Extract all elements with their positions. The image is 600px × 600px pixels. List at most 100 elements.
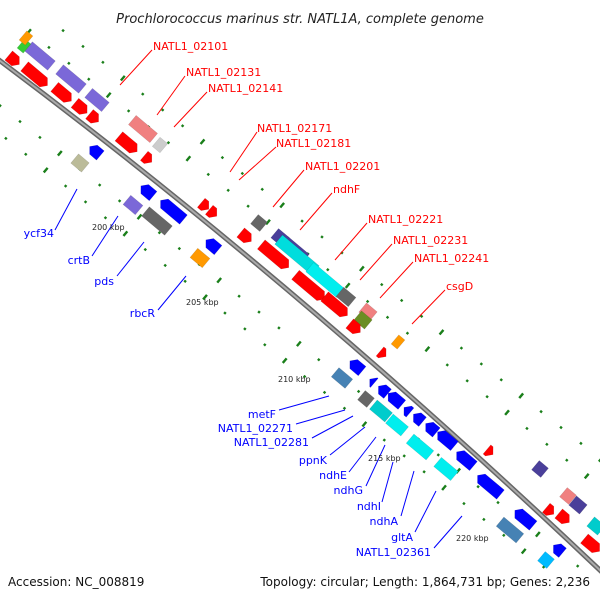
gene-feature[interactable]: [250, 214, 268, 232]
gene-feature[interactable]: [122, 194, 144, 216]
tick-mark: [482, 517, 486, 522]
gene-feature[interactable]: [559, 487, 577, 505]
gene-feature[interactable]: [204, 204, 220, 221]
gene-feature[interactable]: [128, 115, 158, 143]
gene-label-NATL1_02181[interactable]: NATL1_02181: [276, 137, 351, 150]
gene-feature[interactable]: [433, 456, 459, 482]
gene-feature[interactable]: [20, 61, 52, 90]
gene-feature[interactable]: [137, 181, 158, 202]
gene-feature[interactable]: [550, 541, 567, 558]
gene-label-csgD[interactable]: csgD: [446, 280, 473, 293]
gene-feature[interactable]: [375, 346, 390, 361]
gene-label-metF[interactable]: metF: [248, 408, 276, 421]
gene-feature[interactable]: [196, 197, 212, 214]
gene-feature[interactable]: [369, 399, 393, 423]
gene-feature[interactable]: [580, 533, 600, 556]
gene-feature[interactable]: [86, 142, 105, 161]
leader-lines: [54, 49, 463, 549]
gene-feature[interactable]: [202, 235, 223, 256]
gene-feature[interactable]: [345, 318, 364, 337]
gene-label-NATL1_02201[interactable]: NATL1_02201: [305, 160, 380, 173]
gene-feature[interactable]: [384, 389, 407, 410]
gene-feature[interactable]: [330, 367, 354, 389]
gene-feature[interactable]: [541, 502, 557, 519]
gene-feature[interactable]: [50, 81, 76, 105]
gene-label-NATL1_02221[interactable]: NATL1_02221: [368, 213, 443, 226]
tick-mark: [226, 188, 230, 193]
gene-features: [4, 30, 600, 569]
gene-feature[interactable]: [70, 97, 91, 117]
gene-label-pds[interactable]: pds: [94, 275, 114, 288]
gene-label-gltA[interactable]: gltA: [391, 531, 413, 544]
gene-label-NATL1_02241[interactable]: NATL1_02241: [414, 252, 489, 265]
gene-feature[interactable]: [554, 508, 573, 527]
gene-label-NATL1_02361[interactable]: NATL1_02361: [356, 546, 431, 559]
gene-label-ycf34[interactable]: ycf34: [24, 227, 54, 240]
gene-label-NATL1_02101[interactable]: NATL1_02101: [153, 40, 228, 53]
gene-label-NATL1_02271[interactable]: NATL1_02271: [218, 422, 293, 435]
gene-feature[interactable]: [511, 506, 538, 531]
gene-feature[interactable]: [236, 227, 255, 246]
gene-feature[interactable]: [346, 356, 367, 377]
gene-feature[interactable]: [405, 433, 435, 461]
gene-feature[interactable]: [85, 109, 103, 127]
gene-feature[interactable]: [568, 495, 588, 515]
gene-feature[interactable]: [335, 286, 357, 308]
gene-feature[interactable]: [531, 460, 549, 478]
gene-feature[interactable]: [537, 551, 555, 569]
gene-label-NATL1_02231[interactable]: NATL1_02231: [393, 234, 468, 247]
gene-feature[interactable]: [189, 247, 211, 269]
gene-feature[interactable]: [141, 206, 173, 236]
gene-feature[interactable]: [434, 427, 459, 452]
gene-feature[interactable]: [320, 291, 352, 320]
gene-feature[interactable]: [453, 447, 478, 472]
gene-label-ndhE[interactable]: ndhE: [319, 469, 347, 482]
gene-feature[interactable]: [586, 516, 600, 536]
gene-feature[interactable]: [400, 403, 415, 418]
gene-feature[interactable]: [474, 471, 505, 500]
gene-feature[interactable]: [55, 64, 87, 94]
gene-feature[interactable]: [84, 87, 110, 113]
gene-feature[interactable]: [385, 413, 409, 437]
gene-label-crtB[interactable]: crtB: [68, 254, 90, 267]
tick-mark: [476, 485, 480, 489]
gene-feature[interactable]: [353, 310, 373, 330]
gene-feature[interactable]: [70, 153, 90, 173]
gene-feature[interactable]: [366, 374, 379, 388]
leader-line: [359, 243, 393, 281]
gene-label-NATL1_02281[interactable]: NATL1_02281: [234, 436, 309, 449]
tick-mark: [141, 92, 145, 96]
gene-label-rbcR[interactable]: rbcR: [130, 307, 156, 320]
gene-feature[interactable]: [357, 390, 375, 408]
gene-feature[interactable]: [410, 410, 427, 427]
gene-label-ndhF[interactable]: ndhF: [333, 183, 360, 196]
gene-label-ndhA[interactable]: ndhA: [370, 515, 399, 528]
tick-mark: [83, 200, 88, 204]
gene-feature[interactable]: [114, 131, 141, 157]
tick-mark: [579, 441, 583, 446]
gene-label-NATL1_02171[interactable]: NATL1_02171: [257, 122, 332, 135]
gene-feature[interactable]: [151, 136, 169, 154]
gene-feature[interactable]: [390, 334, 406, 350]
gene-label-NATL1_02141[interactable]: NATL1_02141: [208, 82, 283, 95]
tick-mark: [103, 216, 108, 220]
gene-feature[interactable]: [291, 269, 329, 304]
tick-mark: [257, 310, 261, 314]
gene-label-ndhI[interactable]: ndhI: [357, 500, 381, 513]
gene-feature[interactable]: [139, 150, 155, 167]
gene-label-NATL1_02131[interactable]: NATL1_02131: [186, 66, 261, 79]
gene-feature[interactable]: [305, 262, 345, 298]
gene-feature[interactable]: [157, 196, 188, 225]
gene-feature[interactable]: [422, 419, 441, 438]
gene-feature[interactable]: [375, 382, 392, 399]
gene-label-ppnK[interactable]: ppnK: [299, 454, 328, 467]
gene-feature[interactable]: [4, 50, 23, 69]
gene-feature[interactable]: [257, 239, 292, 272]
tick-mark: [0, 103, 2, 108]
gene-label-ndhG[interactable]: ndhG: [334, 484, 363, 497]
tick-mark: [365, 299, 370, 304]
gene-feature[interactable]: [18, 30, 34, 46]
gene-feature[interactable]: [495, 516, 525, 544]
gene-feature[interactable]: [482, 444, 497, 459]
tick-mark: [243, 327, 247, 331]
